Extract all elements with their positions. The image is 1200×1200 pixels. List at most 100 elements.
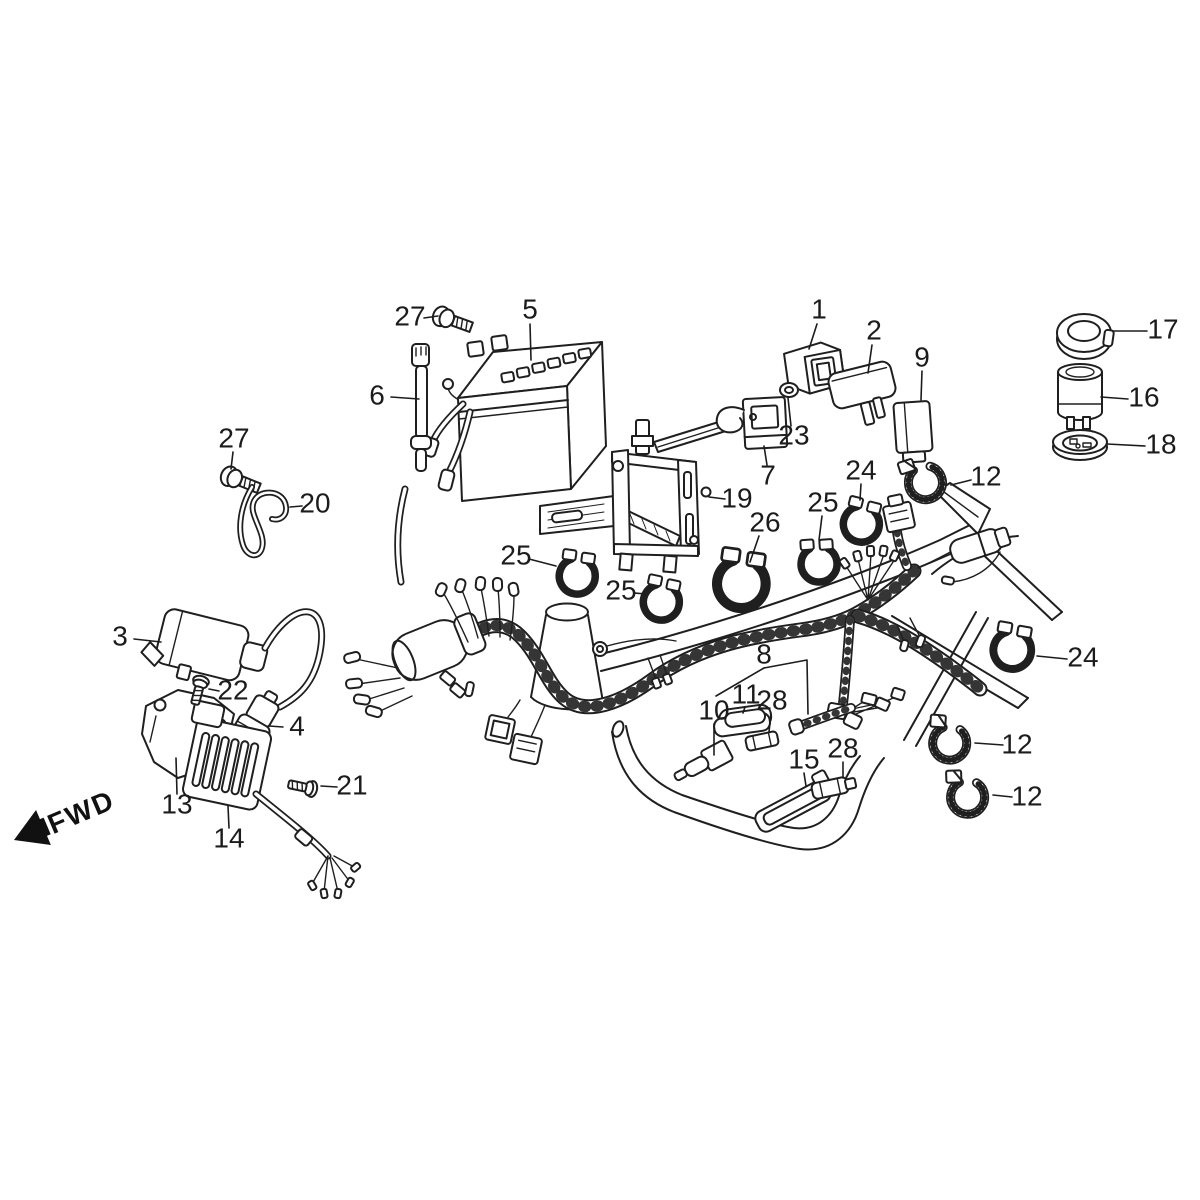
screw-21	[285, 775, 320, 799]
fwd-arrow: FWD	[14, 784, 119, 845]
callout-leader-20	[289, 505, 303, 508]
callout-28-28: 28	[827, 732, 858, 763]
callout-leader-25	[528, 558, 557, 567]
battery-leads	[421, 400, 474, 492]
callout-23-8: 23	[778, 419, 809, 450]
callout-17-5: 17	[1147, 313, 1178, 344]
fwd-arrowhead-icon	[14, 810, 51, 845]
branch-connector-cylinder	[917, 526, 1012, 586]
callout-leader-13	[175, 757, 178, 795]
clip-24b	[990, 621, 1035, 672]
fuse-28a	[744, 730, 780, 752]
callout-leader-1	[808, 323, 818, 350]
callout-leader-22	[208, 688, 220, 692]
callout-leader-7	[763, 445, 768, 466]
callout-leader-23	[787, 397, 792, 427]
fwd-label: FWD	[43, 784, 119, 840]
callout-12-21: 12	[1001, 728, 1032, 759]
callout-leader-6	[390, 396, 420, 400]
band-clamp-12b	[928, 715, 969, 762]
fuse-puller-15	[754, 769, 832, 833]
fuse-28b	[810, 776, 858, 800]
relay-9	[892, 400, 934, 464]
clip-25b	[640, 574, 684, 624]
callout-leader-12	[950, 479, 972, 486]
motorcycle-frame	[530, 482, 1063, 851]
regulator-rectifier-14	[182, 699, 362, 900]
flasher-collar-17	[1056, 313, 1115, 360]
callout-21-34: 21	[336, 769, 367, 800]
callout-leader-2	[867, 344, 873, 374]
battery-vent-tube	[394, 343, 432, 586]
harness-band-holder	[715, 396, 789, 450]
callout-leader-25	[818, 515, 823, 541]
callout-leader-16	[1100, 396, 1129, 400]
callout-12-19: 12	[970, 460, 1001, 491]
main-connector	[343, 612, 487, 719]
callout-28-25: 28	[756, 684, 787, 715]
connector-cover-2	[827, 360, 897, 426]
callout-8-23: 8	[756, 638, 772, 669]
clip-25c	[799, 538, 838, 583]
branch-connector-square	[882, 493, 916, 571]
callout-leader-12	[992, 794, 1013, 798]
callout-leader-27	[423, 315, 439, 319]
callout-2-3: 2	[866, 314, 882, 345]
callout-18-7: 18	[1145, 428, 1176, 459]
bullet-terminals	[434, 576, 520, 643]
callout-leader-14	[227, 805, 230, 829]
callout-11-24: 11	[731, 678, 760, 709]
callout-13-32: 13	[161, 788, 192, 819]
clip-25a	[557, 549, 599, 597]
callout-7-9: 7	[760, 459, 776, 490]
wire-clip-20	[237, 484, 290, 559]
flange-bolt-27a	[429, 303, 476, 338]
callout-4-31: 4	[289, 710, 305, 741]
callout-leader-8	[763, 659, 809, 715]
band-clamp-12c	[946, 769, 985, 814]
callout-6-10: 6	[369, 379, 385, 410]
clip-26	[714, 547, 770, 611]
callout-5-1: 5	[522, 293, 538, 324]
sub-harness	[788, 703, 856, 736]
fuse-case-11	[713, 703, 773, 738]
callout-leader-19	[708, 496, 726, 500]
callout-24-18: 24	[845, 454, 876, 485]
spade-terminal-fan	[838, 544, 901, 601]
callout-leader-26	[749, 535, 760, 563]
inline-holder-10	[673, 739, 734, 782]
callout-leader-24	[859, 483, 862, 501]
callout-10-26: 10	[698, 694, 729, 725]
ignition-coil	[140, 608, 325, 711]
fuse-group	[673, 703, 858, 833]
callout-25-15: 25	[500, 539, 531, 570]
callout-25-17: 25	[807, 486, 838, 517]
battery	[421, 334, 607, 502]
callout-14-33: 14	[213, 822, 244, 853]
ground-eyelet-wire	[592, 638, 677, 690]
callout-leader-9	[920, 370, 923, 401]
clip-24a	[840, 495, 885, 545]
callout-leader-15	[803, 772, 807, 787]
callout-27-11: 27	[218, 422, 249, 453]
callout-leader-27	[230, 451, 234, 470]
callout-20-12: 20	[299, 487, 330, 518]
callout-leader-18	[1106, 443, 1146, 447]
grommet-23	[779, 382, 799, 398]
callout-12-22: 12	[1011, 780, 1042, 811]
callout-27-0: 27	[394, 300, 425, 331]
wire-harness	[343, 493, 1012, 766]
flasher-relay-16	[1057, 363, 1103, 430]
callout-16-6: 16	[1128, 381, 1159, 412]
callout-leader-28	[768, 712, 772, 733]
callout-22-30: 22	[217, 674, 248, 705]
callout-15-27: 15	[788, 743, 819, 774]
callout-26-14: 26	[749, 506, 780, 537]
callout-leader-4	[268, 725, 284, 728]
callout-leader-24	[1036, 655, 1068, 660]
callout-leader-5	[529, 323, 532, 361]
callout-leader-21	[320, 785, 338, 788]
callout-leader-8	[715, 667, 765, 697]
